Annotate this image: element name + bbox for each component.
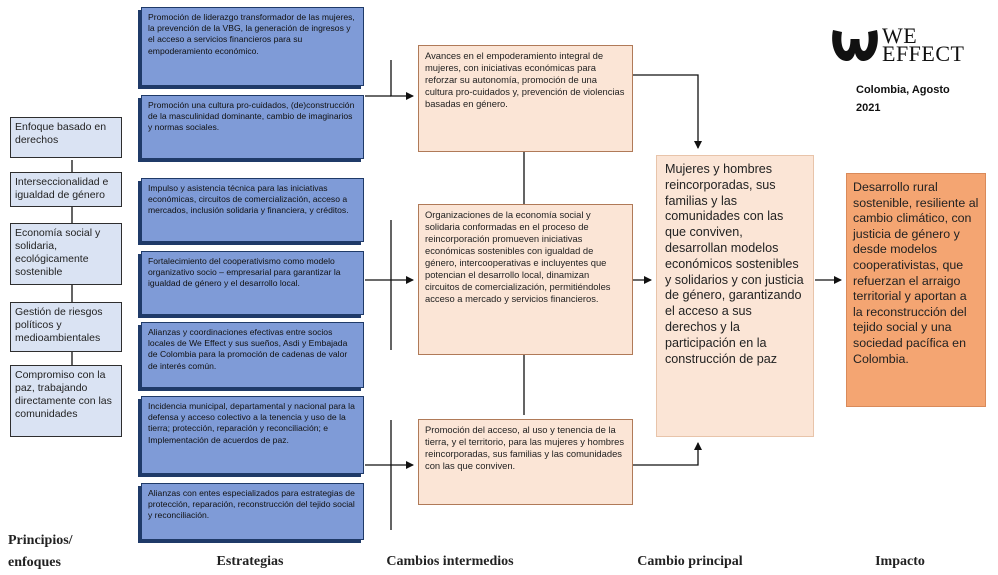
- we-effect-logo-icon: [832, 30, 878, 62]
- principle-box: Compromiso con la paz, trabajando direct…: [10, 365, 122, 437]
- strategy-box: Impulso y asistencia técnica para las in…: [141, 178, 364, 242]
- strategy-text: Impulso y asistencia técnica para las in…: [148, 183, 349, 216]
- impact-box: Desarrollo rural sostenible, resiliente …: [846, 173, 986, 407]
- strategy-text: Incidencia municipal, departamental y na…: [148, 401, 355, 445]
- strategy-text: Promoción una cultura pro-cuidados, (de)…: [148, 100, 355, 133]
- logo-caption-line1: Colombia, Agosto: [856, 84, 950, 96]
- strategy-box: Promoción una cultura pro-cuidados, (de)…: [141, 95, 364, 159]
- strategy-text: Alianzas con entes especializados para e…: [148, 488, 355, 521]
- strategy-box: Fortalecimiento del cooperativismo como …: [141, 251, 364, 315]
- intermediate-change-box: Promoción del acceso, al uso y tenencia …: [418, 419, 633, 505]
- logo-caption-line2: 2021: [856, 102, 881, 114]
- column-label-principles-line2: enfoques: [8, 555, 61, 570]
- logo-text-we: WE: [882, 23, 918, 48]
- strategy-text: Alianzas y coordinaciones efectivas entr…: [148, 327, 348, 371]
- principle-text: Compromiso con la paz, trabajando direct…: [15, 369, 112, 420]
- strategy-box: Alianzas y coordinaciones efectivas entr…: [141, 322, 364, 388]
- intermediate-change-box: Avances en el empoderamiento integral de…: [418, 45, 633, 152]
- strategy-box: Alianzas con entes especializados para e…: [141, 483, 364, 540]
- principle-text: Gestión de riesgos políticos y medioambi…: [15, 306, 103, 344]
- strategy-box: Promoción de liderazgo transformador de …: [141, 7, 364, 86]
- column-label-intermediate: Cambios intermedios: [386, 554, 514, 569]
- intermediate-change-box: Organizaciones de la economía social y s…: [418, 204, 633, 355]
- strategy-text: Fortalecimiento del cooperativismo como …: [148, 256, 341, 289]
- principle-text: Interseccionalidad e igualdad de género: [15, 176, 109, 201]
- principle-text: Enfoque basado en derechos: [15, 121, 107, 146]
- strategy-text: Promoción de liderazgo transformador de …: [148, 12, 355, 56]
- intermediate-change-text: Avances en el empoderamiento integral de…: [425, 50, 625, 109]
- principle-box: Economía social y solidaria, ecológicame…: [10, 223, 122, 285]
- column-label-impact: Impacto: [875, 554, 925, 569]
- strategy-box: Incidencia municipal, departamental y na…: [141, 396, 364, 474]
- principle-text: Economía social y solidaria, ecológicame…: [15, 227, 101, 278]
- main-change-box: Mujeres y hombres reincorporadas, sus fa…: [656, 155, 814, 437]
- column-label-principles-line1: Principios/: [8, 533, 73, 548]
- intermediate-change-text: Promoción del acceso, al uso y tenencia …: [425, 424, 625, 471]
- impact-text: Desarrollo rural sostenible, resiliente …: [853, 180, 979, 366]
- intermediate-change-text: Organizaciones de la economía social y s…: [425, 209, 611, 304]
- logo-text-effect: EFFECT: [882, 41, 965, 66]
- column-label-main: Cambio principal: [637, 554, 743, 569]
- column-label-principles: Principios/ enfoques: [8, 532, 103, 572]
- main-change-text: Mujeres y hombres reincorporadas, sus fa…: [665, 162, 804, 366]
- column-label-strategies: Estrategias: [216, 554, 284, 569]
- principle-box: Gestión de riesgos políticos y medioambi…: [10, 302, 122, 352]
- principle-box: Enfoque basado en derechos: [10, 117, 122, 158]
- principle-box: Interseccionalidad e igualdad de género: [10, 172, 122, 207]
